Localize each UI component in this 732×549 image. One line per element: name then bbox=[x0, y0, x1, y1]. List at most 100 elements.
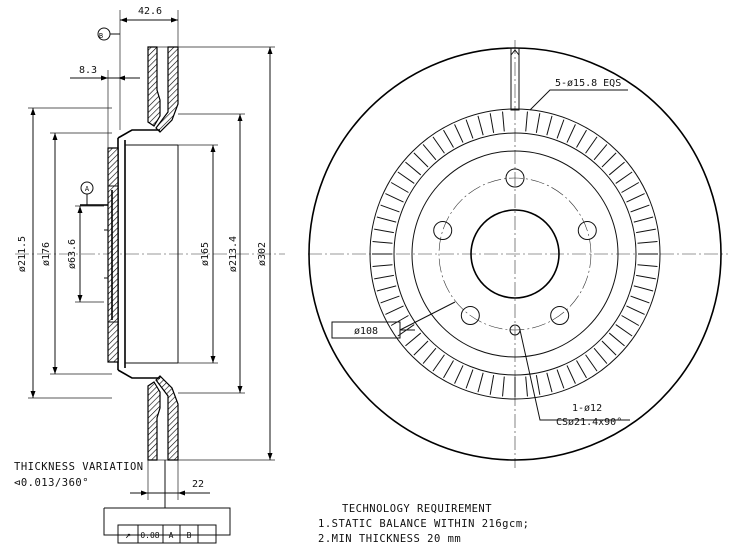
vane-slot bbox=[380, 295, 400, 304]
dim-d63: ø63.6 bbox=[67, 239, 78, 269]
cooling-vanes bbox=[372, 111, 658, 397]
vane-slot bbox=[385, 305, 404, 315]
dim-d176: ø176 bbox=[41, 242, 52, 266]
vane-slot bbox=[636, 228, 656, 234]
vane-slot bbox=[443, 360, 454, 379]
vane-slot bbox=[465, 119, 474, 139]
dim-flange-thickness: 8.3 bbox=[79, 65, 97, 76]
dim-d211: ø211.5 bbox=[17, 236, 28, 272]
vane-slot bbox=[376, 216, 397, 223]
runout-symbol: ↗ bbox=[125, 530, 131, 541]
vane-slot bbox=[637, 241, 658, 244]
vane-slot bbox=[477, 115, 484, 136]
dim-pcd: ø108 bbox=[354, 326, 378, 337]
vane-slot bbox=[432, 354, 445, 372]
vane-slot bbox=[443, 129, 454, 148]
vane-slot bbox=[405, 161, 422, 176]
vane-slot bbox=[432, 136, 445, 154]
vane-slot bbox=[593, 347, 608, 364]
vane-slot bbox=[615, 324, 633, 337]
dim-d302: ø302 bbox=[257, 242, 268, 266]
vane-slot bbox=[385, 193, 404, 203]
section-view bbox=[15, 10, 285, 508]
vane-slot bbox=[376, 285, 397, 292]
vane-slot bbox=[621, 315, 640, 326]
vane-slot bbox=[566, 124, 576, 143]
vane-slot bbox=[630, 295, 650, 304]
tech-title: TECHNOLOGY REQUIREMENT bbox=[342, 503, 492, 515]
vane-slot bbox=[566, 365, 576, 384]
vane-slot bbox=[626, 305, 645, 315]
bolt-hole bbox=[505, 168, 525, 188]
vane-slot bbox=[556, 369, 565, 389]
dim-bolt-holes: 5-ø15.8 EQS bbox=[555, 78, 621, 89]
bolt-holes bbox=[433, 168, 597, 336]
vane-slot bbox=[576, 360, 587, 379]
dim-hole-1-cs: CSø21.4x90° bbox=[556, 417, 622, 428]
vane-slot bbox=[546, 115, 553, 136]
vane-slot bbox=[413, 152, 429, 168]
vane-slot bbox=[626, 193, 645, 203]
bolt-hole bbox=[577, 221, 597, 241]
vane-slot bbox=[525, 376, 528, 397]
vane-slot bbox=[546, 372, 553, 393]
vane-slot bbox=[489, 375, 495, 395]
vane-slot bbox=[413, 340, 429, 356]
vane-slot bbox=[637, 264, 658, 267]
tech-line-1: 1.STATIC BALANCE WITHIN 216gcm; bbox=[318, 518, 529, 530]
vane-slot bbox=[390, 315, 409, 326]
vane-slot bbox=[525, 111, 528, 132]
tolerance-frame bbox=[103, 507, 231, 544]
vane-slot bbox=[477, 372, 484, 393]
vane-slot bbox=[502, 376, 505, 397]
vane-slot bbox=[390, 182, 409, 193]
vane-slot bbox=[535, 375, 541, 395]
dim-d165: ø165 bbox=[200, 242, 211, 266]
vane-slot bbox=[374, 274, 394, 280]
vane-slot bbox=[489, 113, 495, 133]
vane-slot bbox=[556, 119, 565, 139]
vane-slot bbox=[630, 204, 650, 213]
thickness-variation-value: ⊲0.013/360° bbox=[14, 477, 89, 489]
vane-slot bbox=[454, 124, 464, 143]
front-view bbox=[308, 40, 728, 468]
vane-slot bbox=[465, 369, 474, 389]
dim-hat-offset: 42.6 bbox=[138, 6, 162, 17]
vane-slot bbox=[636, 274, 656, 280]
tolerance-datum-b: B bbox=[187, 531, 192, 540]
vane-slot bbox=[608, 332, 625, 347]
vane-slot bbox=[615, 171, 633, 184]
bolt-hole bbox=[460, 305, 480, 325]
vane-slot bbox=[633, 285, 654, 292]
tolerance-datum-a: A bbox=[169, 531, 174, 540]
vane-slot bbox=[454, 365, 464, 384]
thickness-variation-title: THICKNESS VARIATION bbox=[14, 461, 144, 473]
vane-slot bbox=[380, 204, 400, 213]
tech-line-2: 2.MIN THICKNESS 20 mm bbox=[318, 533, 461, 545]
vane-slot bbox=[621, 182, 640, 193]
vane-slot bbox=[601, 152, 617, 168]
bolt-hole bbox=[550, 305, 570, 325]
vane-slot bbox=[372, 241, 393, 244]
vane-slot bbox=[397, 171, 415, 184]
tolerance-value: 0.08 bbox=[140, 531, 159, 540]
vane-slot bbox=[633, 216, 654, 223]
vane-slot bbox=[405, 332, 422, 347]
vane-slot bbox=[372, 264, 393, 267]
vane-slot bbox=[593, 144, 608, 161]
vane-slot bbox=[422, 347, 437, 364]
vane-slot bbox=[535, 113, 541, 133]
dim-hole-1: 1-ø12 bbox=[572, 403, 602, 414]
datum-b-label: B bbox=[99, 32, 103, 40]
vane-slot bbox=[374, 228, 394, 234]
bolt-hole bbox=[433, 221, 453, 241]
vane-slot bbox=[422, 144, 437, 161]
dim-thickness: 22 bbox=[192, 479, 204, 490]
vane-slot bbox=[576, 129, 587, 148]
datum-a-label: A bbox=[85, 185, 90, 193]
vane-slot bbox=[585, 136, 598, 154]
vane-slot bbox=[502, 111, 505, 132]
vane-slot bbox=[585, 354, 598, 372]
dim-d213: ø213.4 bbox=[228, 236, 239, 272]
